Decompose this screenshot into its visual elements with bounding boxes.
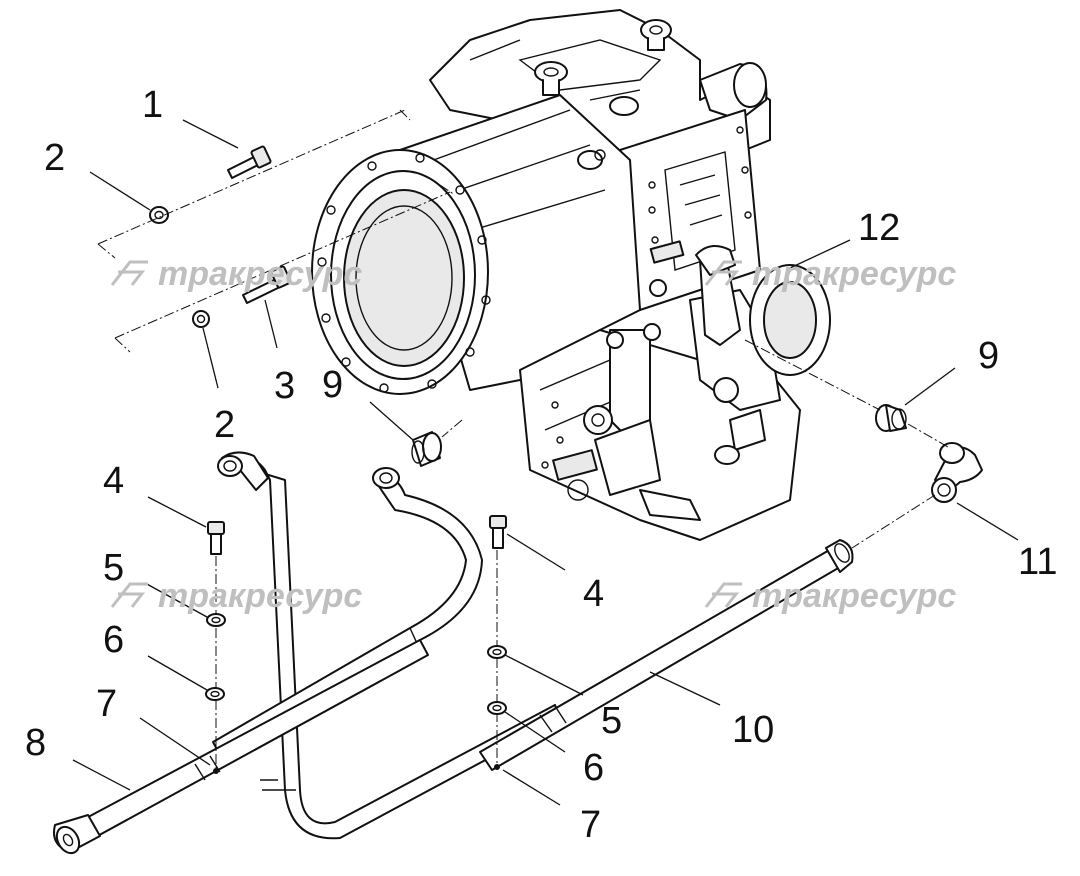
watermark-text: трaкресурс [752, 255, 956, 293]
bolt-4-left [207, 521, 225, 555]
callout-2-lower: 2 [214, 404, 235, 446]
bolt-3 [242, 265, 292, 304]
callout-3: 3 [274, 365, 295, 407]
watermark-text: трaкресурс [752, 577, 956, 615]
leader-lines [72, 119, 1019, 806]
watermark-left-bottom: трaкресурс [110, 577, 362, 615]
callout-labels: 1 2 2 3 4 4 5 5 6 6 7 7 8 9 9 10 11 12 [25, 84, 1057, 846]
pipe-10 [479, 539, 854, 771]
callout-4-left: 4 [103, 460, 124, 502]
watermark-right-bottom: трaкресурс [704, 577, 956, 615]
callout-7-right: 7 [580, 804, 601, 846]
bolt-1 [227, 145, 272, 179]
flange-bolts [317, 153, 491, 393]
callout-8: 8 [25, 722, 46, 764]
watermark-logo-icon [704, 260, 742, 286]
callout-11: 11 [1018, 541, 1057, 583]
watermark-text: трaкресурс [158, 255, 362, 293]
callout-6-left: 6 [103, 619, 124, 661]
callout-1: 1 [142, 84, 163, 126]
fitting-9-left [411, 431, 442, 467]
fitting-9-right [875, 404, 907, 432]
watermark-right-top: трaкресурс [704, 255, 956, 293]
callout-9-right: 9 [978, 335, 999, 377]
clamp-7-right [494, 764, 500, 770]
callout-10: 10 [732, 709, 774, 751]
callout-5-left: 5 [103, 547, 124, 589]
callout-12: 12 [858, 207, 900, 249]
washer-5-left [206, 613, 226, 627]
callout-5-right: 5 [601, 700, 622, 742]
elbow-fitting-11 [931, 442, 983, 503]
washer-6-left [205, 687, 225, 701]
hose-u-shaped [217, 451, 561, 840]
washer-5-right [487, 645, 507, 659]
callout-6-right: 6 [583, 747, 604, 789]
watermark-logo-icon [110, 582, 148, 608]
clamp-7-left [213, 768, 219, 774]
hose-curved [212, 467, 483, 756]
callout-9-left: 9 [322, 364, 343, 406]
callout-7-left: 7 [96, 683, 117, 725]
watermark-logo-icon [110, 260, 148, 286]
watermark-text: трaкресурс [158, 577, 362, 615]
callout-2-upper: 2 [44, 137, 65, 179]
washer-6-right [487, 701, 507, 715]
bolt-4-right [489, 515, 507, 549]
watermark-left-top: трaкресурс [110, 255, 362, 293]
washer-2-lower [192, 310, 210, 328]
pipe-8 [53, 639, 429, 855]
watermark-logo-icon [704, 582, 742, 608]
callout-4-right: 4 [583, 573, 604, 615]
transmission-housing [311, 9, 831, 541]
